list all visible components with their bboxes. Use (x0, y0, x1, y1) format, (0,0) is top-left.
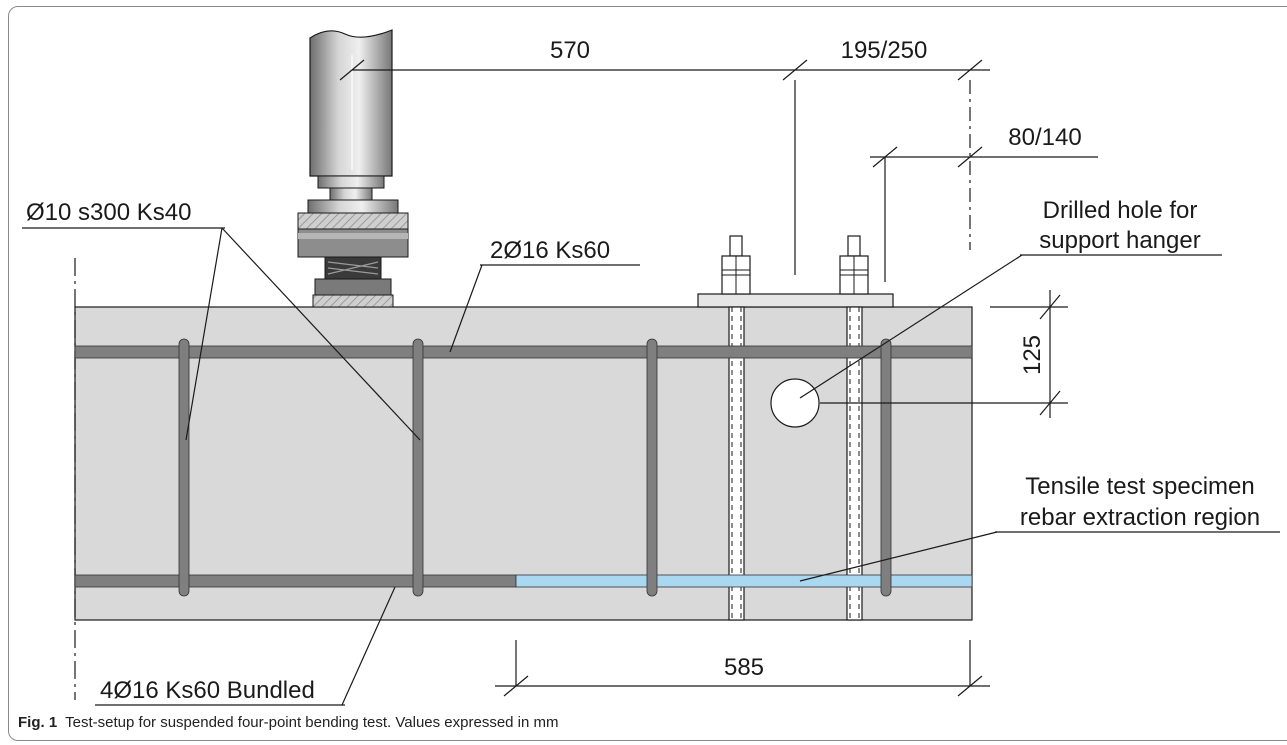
stirrup-4 (880, 338, 892, 597)
extraction-region-label-line1: Tensile test specimen (1025, 473, 1254, 500)
figure-caption: Fig. 1 Test-setup for suspended four-poin… (18, 714, 559, 731)
stirrup-label: Ø10 s300 Ks40 (26, 199, 191, 226)
top-rebar (74, 345, 973, 359)
drilled-hole (770, 378, 820, 428)
figure-number: Fig. 1 (18, 714, 58, 731)
loading-actuator (297, 29, 409, 308)
dim-195-250-label: 195/250 (841, 37, 928, 64)
support-plate (697, 293, 894, 308)
stirrup-2 (412, 338, 424, 597)
dim-80-140-label: 80/140 (1008, 124, 1081, 151)
extraction-region-label-line2: rebar extraction region (1020, 504, 1260, 531)
drilled-hole-label-line2: support hanger (1039, 227, 1200, 254)
support-hanger-assembly (697, 235, 894, 621)
figure-caption-text: Test-setup for suspended four-point bend… (65, 714, 559, 731)
bolt-left (721, 235, 751, 621)
dim-125-label: 125 (1019, 335, 1046, 375)
drilled-hole-label-line1: Drilled hole for (1043, 197, 1198, 224)
bolt-right (839, 235, 869, 621)
leader-lines (22, 227, 1280, 706)
stirrup-3 (646, 338, 658, 597)
dimension-lines (339, 59, 1098, 697)
figure-frame (8, 6, 1287, 741)
concrete-beam (74, 306, 973, 621)
dim-585-label: 585 (724, 654, 764, 681)
bottom-rebar (74, 574, 517, 588)
stirrup-1 (178, 338, 190, 597)
extraction-region (515, 574, 973, 588)
top-rebar-label: 2Ø16 Ks60 (490, 237, 610, 264)
bottom-rebar-label: 4Ø16 Ks60 Bundled (100, 677, 315, 704)
dim-570-label: 570 (550, 37, 590, 64)
